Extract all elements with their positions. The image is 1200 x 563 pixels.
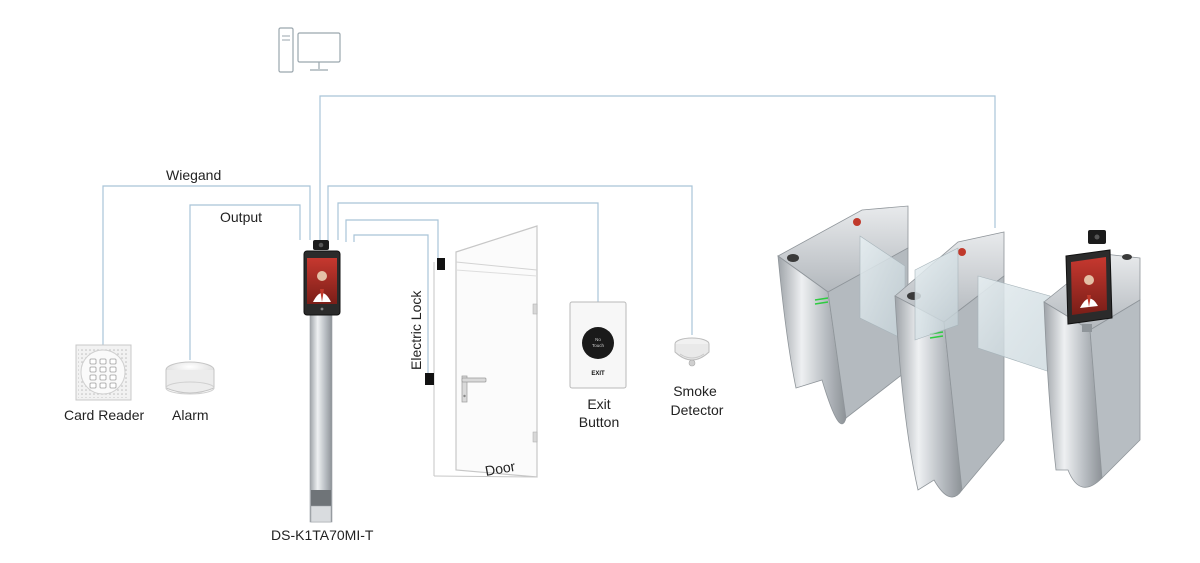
card-reader-label: Card Reader [64, 407, 144, 423]
alarm-label: Alarm [172, 407, 209, 423]
exit-button-label-line1: Exit [587, 396, 610, 412]
lock-wire-bottom [353, 234, 429, 376]
door-icon [433, 225, 538, 478]
smoke-detector-label-line2: Detector [671, 402, 724, 418]
wiegand-label: Wiegand [166, 167, 221, 183]
terminal-model-label: DS-K1TA70MI-T [271, 527, 374, 543]
lock-wire-top [345, 219, 439, 262]
face-terminal-icon [303, 240, 341, 523]
exit-button-icon: No Touch EXIT [569, 301, 627, 389]
turnstile-icon [777, 205, 1141, 498]
no-touch-line2: Touch [592, 343, 605, 348]
exit-button-label-line2: Button [579, 414, 619, 430]
wiegand-wire [102, 185, 311, 345]
smoke-detector-label-line1: Smoke [673, 383, 717, 399]
output-wire [189, 204, 301, 360]
alarm-icon [165, 361, 215, 395]
smoke-detector-icon [674, 337, 710, 367]
smoke-wire [327, 185, 693, 335]
card-reader-icon [75, 344, 132, 401]
electric-lock-icon [425, 258, 445, 385]
wiring [102, 95, 996, 376]
exit-plate-text: EXIT [591, 371, 605, 377]
computer-icon [278, 27, 341, 73]
output-label: Output [220, 209, 262, 225]
exit-button-wire [337, 202, 599, 302]
network-wire [319, 95, 996, 240]
door-label: Door [484, 458, 517, 479]
electric-lock-label: Electric Lock [408, 290, 424, 370]
no-touch-line1: No [595, 337, 601, 342]
